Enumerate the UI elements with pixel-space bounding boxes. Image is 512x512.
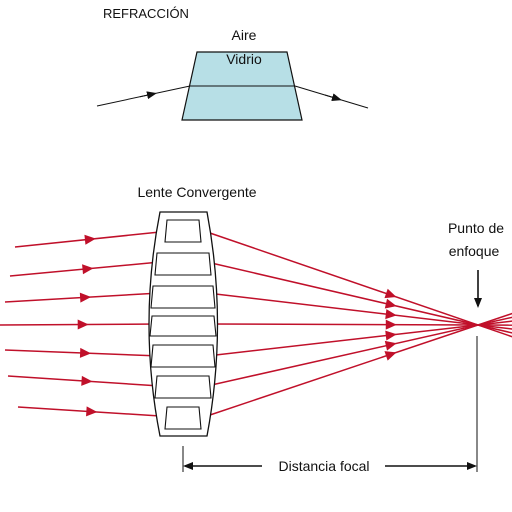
focal-distance-label: Distancia focal — [278, 458, 369, 474]
lens-segment — [164, 406, 202, 430]
ray-arrowhead — [86, 406, 98, 417]
converging-ray — [206, 320, 512, 357]
air-label: Aire — [232, 27, 257, 43]
converging-ray — [206, 261, 512, 334]
lens-segment — [150, 344, 216, 368]
ray-arrowhead — [384, 340, 397, 351]
ray-arrowhead — [384, 351, 397, 361]
ray-arrowhead — [384, 298, 397, 309]
converging-ray — [206, 292, 512, 330]
lens-segment — [164, 219, 202, 243]
converging-ray — [206, 312, 512, 417]
lens-title: Lente Convergente — [137, 184, 256, 200]
light-rays — [0, 231, 512, 417]
glass-label: Vidrio — [226, 51, 262, 67]
ray-arrowhead — [385, 330, 397, 341]
lens-segment — [154, 375, 212, 399]
focus-label-line2: enfoque — [449, 243, 500, 259]
lens-segments — [149, 219, 217, 430]
refracted-ray-arrow — [324, 93, 342, 102]
lens-segment — [150, 285, 216, 309]
ray-arrowhead — [84, 234, 96, 245]
ray-arrowhead — [81, 375, 93, 386]
ray-arrowhead — [77, 319, 89, 330]
ray-arrowhead — [385, 309, 397, 320]
lens-segment — [149, 315, 217, 337]
converging-ray — [206, 316, 512, 387]
ray-arrowhead — [79, 292, 92, 303]
converging-ray — [206, 231, 512, 338]
refraction-title: REFRACCIÓN — [103, 6, 189, 21]
ray-arrowhead — [385, 319, 397, 330]
incident-ray-arrow — [139, 91, 157, 100]
converging-ray — [206, 323, 512, 326]
ray-arrowhead — [79, 347, 92, 358]
focus-label-line1: Punto de — [448, 220, 504, 236]
ray-arrowhead — [82, 264, 94, 275]
lens-segment — [154, 252, 212, 276]
ray-arrowhead — [384, 288, 397, 299]
